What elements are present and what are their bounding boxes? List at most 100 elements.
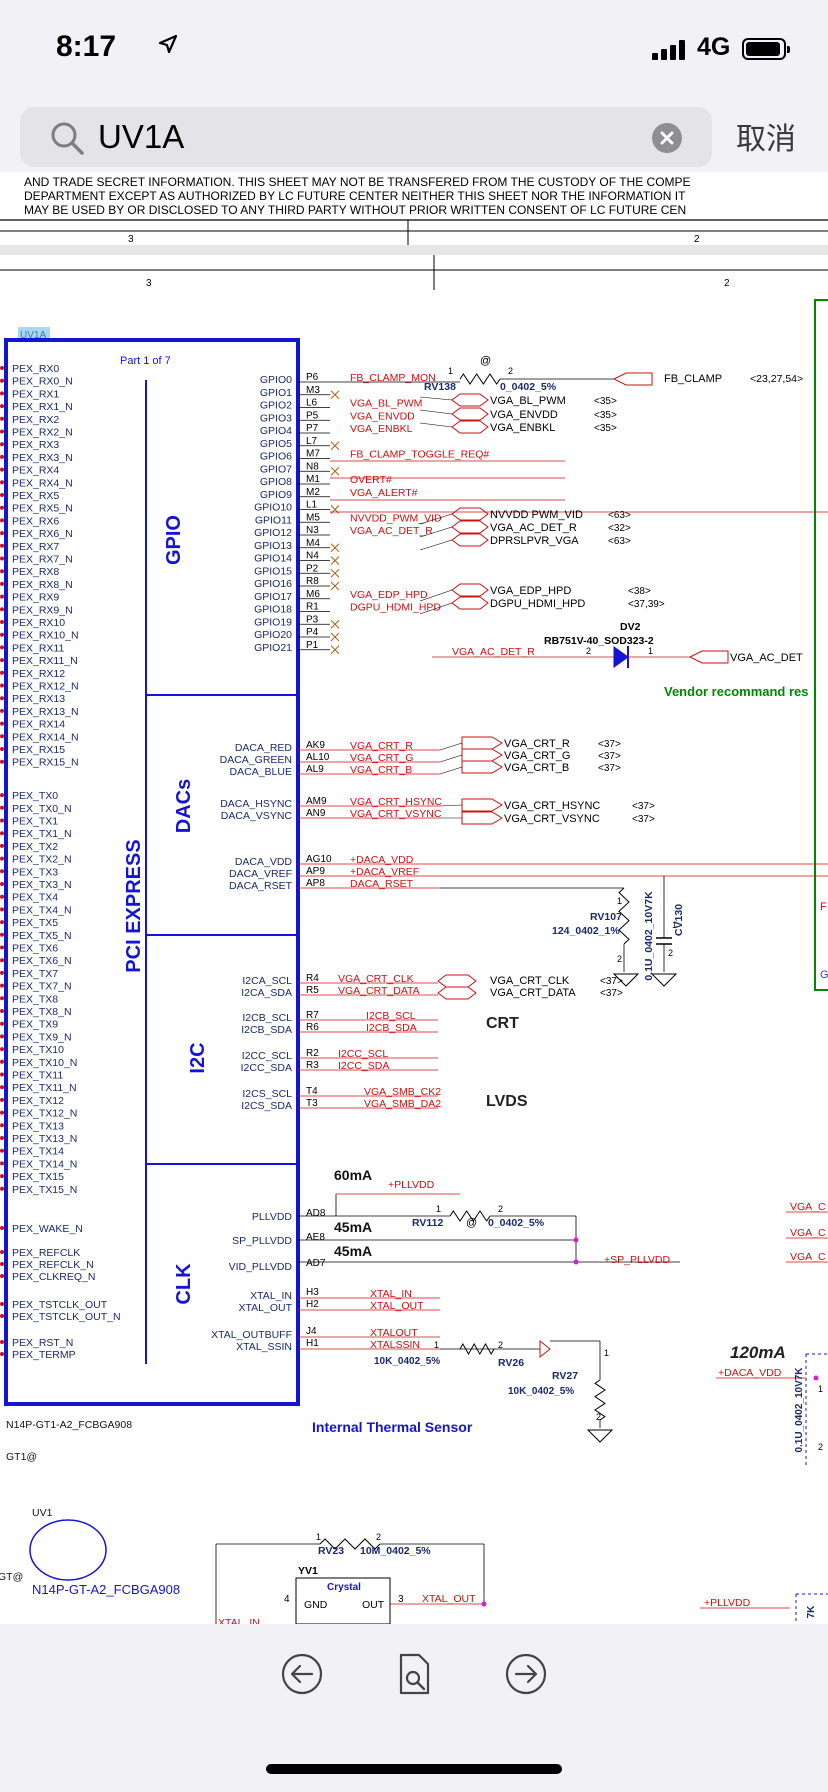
gpio-pin-label: GPIO6	[260, 451, 292, 463]
gpio-pin-label: GPIO8	[260, 476, 292, 488]
ball-label: N8	[306, 461, 319, 472]
ball-label: AD7	[306, 1258, 326, 1269]
clk-pin-label: XTAL_OUT	[239, 1302, 293, 1314]
ball-label: P3	[306, 614, 319, 625]
section-pci-express: PCI EXPRESS	[123, 839, 145, 972]
pin-number: 1	[648, 646, 653, 656]
ground-symbol	[650, 973, 678, 987]
pex-pin-label: PEX_RX1	[12, 388, 59, 400]
net-label: VGA_CRT_VSYNC	[350, 808, 442, 820]
chip-part-number: N14P-GT-A2_FCBGA908	[32, 1582, 180, 1597]
search-input[interactable]	[98, 115, 658, 159]
current-label: 120mA	[730, 1343, 786, 1362]
net-label: VGA_CRT_CLK	[338, 973, 414, 985]
pin-dot	[0, 805, 4, 810]
pin-dot	[0, 996, 4, 1001]
bidir-connector	[437, 986, 477, 1000]
forward-arrow-icon[interactable]	[504, 1652, 548, 1696]
no-connect-mark	[330, 466, 340, 476]
lvds-label: LVDS	[486, 1093, 528, 1110]
wire	[419, 602, 453, 615]
pex-pin-label: PEX_TX8_N	[12, 1006, 72, 1018]
ball-label: R4	[306, 973, 319, 984]
ball-label: AN9	[306, 808, 326, 819]
ball-label: AD8	[306, 1208, 326, 1219]
ball-label: J4	[306, 1326, 317, 1337]
ball-label: R2	[306, 1048, 319, 1059]
ball-label: AL9	[306, 764, 324, 775]
pex-pin-label: PEX_WAKE_N	[12, 1223, 83, 1235]
wire	[419, 589, 453, 602]
clk-pin-label: SP_PLLVDD	[232, 1235, 292, 1247]
pin-dot	[0, 734, 4, 739]
offpage-net: VGA_CRT_R	[504, 738, 570, 750]
pex-pin-label: PEX_RX13_N	[12, 706, 79, 718]
pex-pin-label: PEX_RX11_N	[12, 655, 78, 667]
section-gpio: GPIO	[163, 515, 185, 565]
ball-label: AL10	[306, 752, 330, 763]
pex-pin-label: PEX_RX15_N	[12, 757, 79, 769]
pin-dot	[0, 793, 4, 798]
part-value: 124_0402_1%	[552, 925, 620, 937]
vendor-note: Vendor recommand res	[664, 684, 809, 699]
net-label: VGA_EDP_HPD	[350, 589, 428, 601]
offpage-ref: <35>	[594, 396, 617, 407]
gpio-pin-label: GPIO18	[254, 604, 292, 616]
pin-dot	[0, 645, 4, 650]
net-label: OVERT#	[350, 474, 392, 486]
pin-number: 1	[818, 1384, 823, 1394]
pex-pin-label: PEX_RX0_N	[12, 376, 73, 388]
net-label: +DACA_VREF	[350, 866, 419, 878]
net-label: +SP_PLLVDD	[604, 1254, 670, 1266]
pin-dot	[0, 581, 4, 586]
gpio-pin-label: GPIO16	[254, 578, 292, 590]
pin-dot	[0, 869, 4, 874]
schematic-document[interactable]: AND TRADE SECRET INFORMATION. THIS SHEET…	[0, 172, 828, 1624]
ball-label: T4	[306, 1086, 318, 1097]
pin-dot	[0, 1352, 4, 1356]
pex-pin-label: PEX_RX8	[12, 566, 59, 578]
pin-dot	[0, 1250, 4, 1254]
ball-label: P2	[306, 563, 319, 574]
offpage-net: VGA_ENBKL	[490, 422, 555, 434]
crt-label: CRT	[486, 1015, 519, 1032]
pex-pin-label: PEX_RX4	[12, 465, 59, 477]
rv138-symbol	[459, 373, 501, 385]
offpage-connector	[461, 760, 503, 774]
offpage-net: FB_CLAMP	[664, 373, 722, 385]
pex-pin-label: PEX_TX9	[12, 1019, 58, 1031]
offpage-net: DGPU_HDMI_HPD	[490, 598, 585, 610]
gpio-pin-label: GPIO21	[254, 642, 292, 654]
net-label: VGA_CRT_G	[350, 752, 413, 764]
i2c-pin-label: I2CS_SDA	[241, 1100, 292, 1112]
edge-letter: G	[820, 969, 828, 981]
pin-dot	[0, 1174, 4, 1179]
pex-pin-label: PEX_TX15_N	[12, 1184, 77, 1196]
pex-pin-label: PEX_TX14_N	[12, 1158, 77, 1170]
pex-pin-label: PEX_TX9_N	[12, 1031, 72, 1043]
pin-dot	[0, 366, 4, 370]
back-arrow-icon[interactable]	[280, 1652, 324, 1696]
pin-dot	[0, 1047, 4, 1052]
gpio-pin-label: GPIO19	[254, 616, 292, 628]
pin-dot	[0, 518, 4, 523]
pex-pin-label: PEX_TX5	[12, 917, 58, 929]
clear-icon[interactable]	[652, 123, 682, 153]
refdes: RV27	[552, 1370, 578, 1382]
offpage-ref: <35>	[594, 410, 617, 421]
pex-pin-label: PEX_RX10	[12, 617, 65, 629]
pin-dot	[0, 670, 4, 675]
gpio-pin-label: GPIO7	[260, 463, 292, 475]
pex-pin-label: PEX_RX12	[12, 668, 65, 680]
net-label: VGA_SMB_DA2	[364, 1098, 441, 1110]
refdes: RV23	[318, 1545, 344, 1557]
ball-label: R3	[306, 1060, 319, 1071]
document-search-icon[interactable]	[392, 1652, 436, 1696]
pin-dot	[0, 467, 4, 472]
net-label: XTAL_IN	[370, 1288, 412, 1300]
pex-pin-label: PEX_RX4_N	[12, 477, 73, 489]
offpage-connector	[539, 1339, 551, 1359]
pex-pin-label: PEX_RX0	[12, 363, 59, 375]
cancel-button[interactable]: 取消	[736, 123, 796, 156]
dac-pin-label: DACA_RSET	[229, 880, 293, 892]
